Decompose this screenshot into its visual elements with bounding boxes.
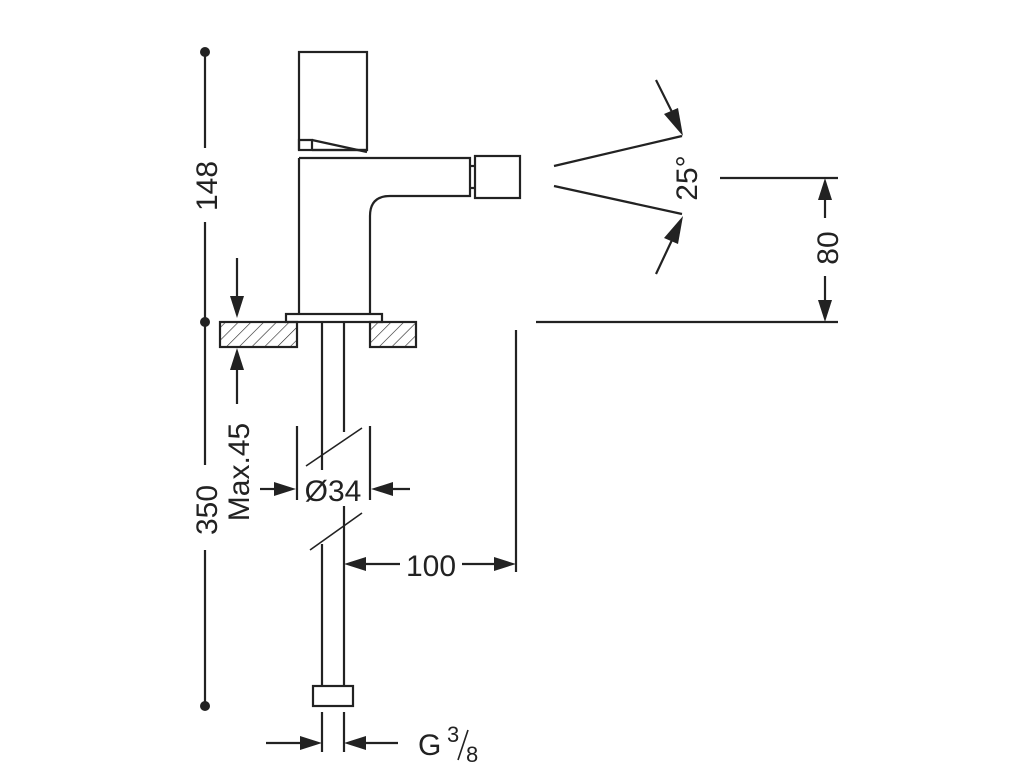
spout-height-label: 80 (812, 231, 845, 264)
arrow-down-icon (230, 296, 244, 318)
arrow-up-icon (664, 216, 683, 244)
arrow-left-icon (344, 557, 366, 571)
arrow-up-icon (818, 178, 832, 200)
connection-prefix-label: G (418, 729, 441, 762)
connection-numerator-label: 3 (447, 722, 459, 747)
lever-base (297, 138, 314, 150)
spray-angle-label: 25° (671, 155, 704, 200)
dimension-endpoint-dot (200, 701, 210, 711)
arrow-left-icon (371, 482, 393, 496)
upper-height-label: 148 (191, 161, 224, 211)
connection-denominator-label: 8 (466, 742, 478, 767)
spray-angle-dimension: 25° (553, 79, 704, 275)
arrow-down-icon (664, 108, 683, 136)
overall-height-dimension: 148 350 (191, 47, 224, 711)
spout-height-dimension: 80 (536, 176, 845, 324)
arrow-right-icon (494, 557, 516, 571)
arrow-down-icon (818, 300, 832, 322)
deck-left-section (218, 320, 299, 349)
supply-pipe (305, 322, 363, 708)
spray-nozzle (473, 154, 522, 200)
lower-height-label: 350 (191, 485, 224, 535)
mounting-deck (218, 320, 418, 349)
connection-size-dimension: G 3 8 (266, 712, 478, 767)
max-thickness-dimension: Max.45 (223, 258, 256, 521)
deck-right-section (368, 320, 418, 349)
arrow-left-icon (344, 736, 366, 750)
arrow-right-icon (300, 736, 322, 750)
spout-reach-label: 100 (406, 550, 456, 583)
connector-nut (311, 684, 355, 708)
spout-reach-dimension: 100 (344, 330, 518, 583)
hole-diameter-label: Ø34 (305, 475, 362, 508)
fraction-slash (457, 729, 469, 761)
pipe-break-line (305, 427, 363, 467)
faucet-body (297, 156, 472, 314)
lever-handle (297, 50, 369, 152)
arrow-right-icon (274, 482, 296, 496)
hole-diameter-dimension: Ø34 (260, 426, 410, 508)
bidet-faucet (284, 50, 522, 324)
max-thickness-label: Max.45 (223, 423, 256, 521)
arrow-up-icon (230, 348, 244, 370)
base-plate (284, 312, 384, 324)
pipe-break-line (309, 512, 363, 551)
